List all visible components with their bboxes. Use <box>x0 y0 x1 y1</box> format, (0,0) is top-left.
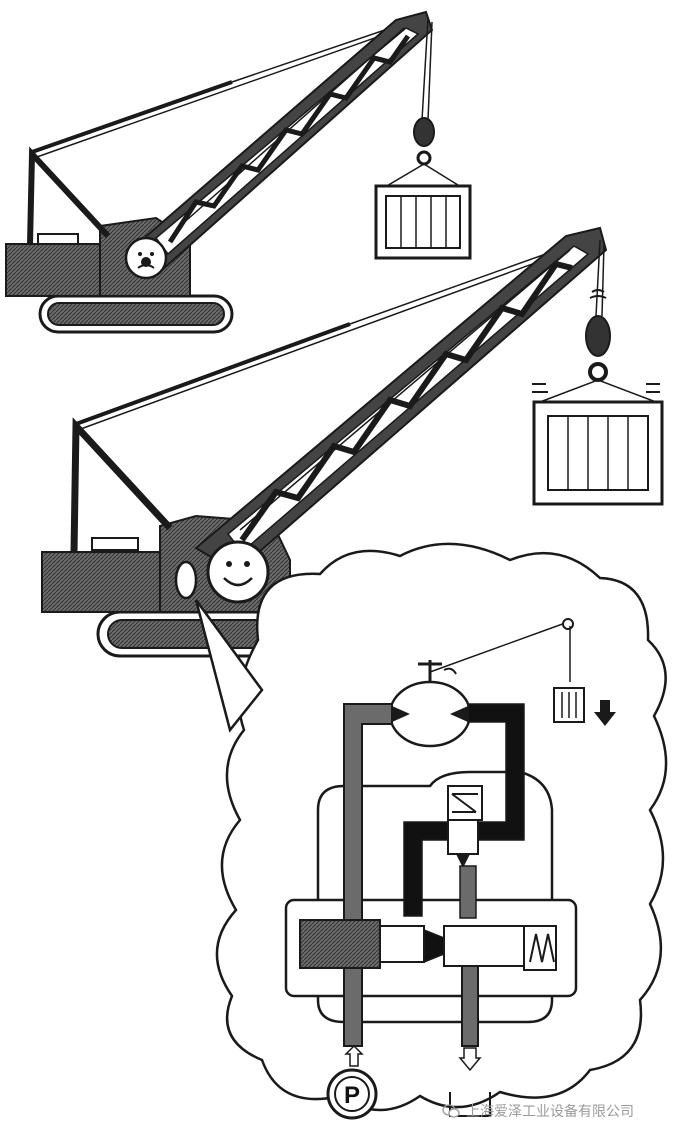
crane-bottom-hook <box>539 315 657 403</box>
crane-top-hook <box>379 117 467 191</box>
down-arrow-icon <box>594 700 616 726</box>
crane-bottom-aframe <box>70 417 173 553</box>
crane-top-crate <box>374 184 472 260</box>
mini-winch <box>429 618 585 723</box>
work-line <box>403 703 525 917</box>
crane-top <box>5 10 472 334</box>
sad-gear-icon <box>124 236 168 280</box>
hydraulic-motor <box>388 660 472 748</box>
tank-line <box>461 965 479 1047</box>
crane-top-tracks <box>38 294 234 334</box>
hydraulic-circuit: P <box>284 618 616 1120</box>
motion-lines-icon <box>532 289 660 393</box>
valve-location-marker <box>174 560 198 600</box>
happy-gear-icon <box>206 540 270 604</box>
down-arrow-outline-icon <box>458 1047 482 1072</box>
crane-bottom-hoist-rope <box>239 239 605 531</box>
up-arrow-icon <box>344 1044 364 1067</box>
watermark: 上海爱泽工业设备有限公司 <box>442 1100 682 1122</box>
wechat-icon <box>442 1104 460 1118</box>
crane-top-aframe <box>27 146 111 245</box>
crane-bottom <box>41 226 664 658</box>
crane-top-hoist-rope <box>179 17 433 227</box>
pump-port: P <box>326 1068 378 1120</box>
pump-port-label: P <box>344 1082 360 1109</box>
watermark-text: 上海爱泽工业设备有限公司 <box>466 1104 634 1120</box>
tank-symbol <box>449 1092 491 1117</box>
main-spool <box>299 919 557 971</box>
counterbalance-valve <box>447 785 483 919</box>
crane-bottom-crate <box>532 400 664 506</box>
